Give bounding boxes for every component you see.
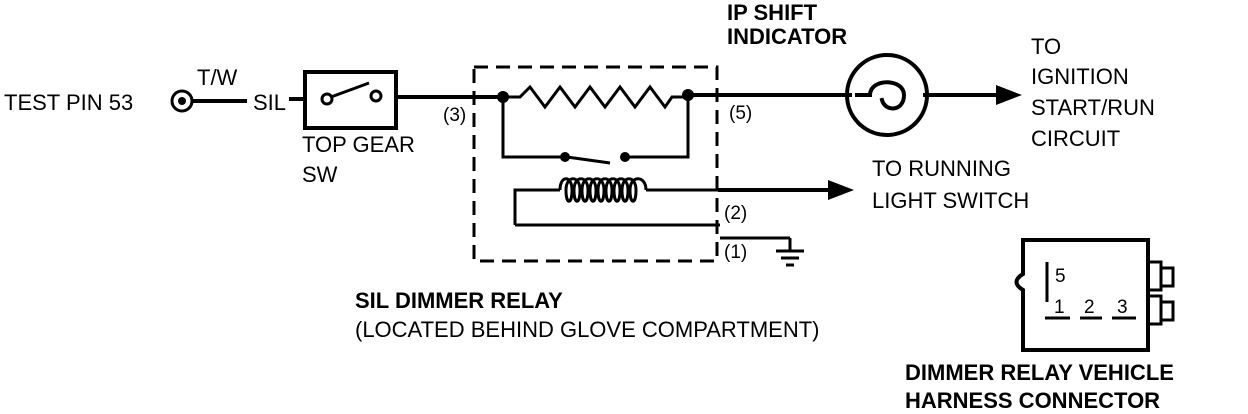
- to-ignition-label-1: TO: [1031, 34, 1061, 59]
- connector-title-2: HARNESS CONNECTOR: [905, 388, 1160, 413]
- relay-pin5-label: (5): [729, 103, 752, 124]
- to-ignition-label-4: CIRCUIT: [1031, 126, 1120, 151]
- top-gear-switch-label-1: TOP GEAR: [302, 132, 415, 157]
- connector-title-1: DIMMER RELAY VEHICLE: [905, 360, 1174, 385]
- ip-shift-label-2: INDICATOR: [727, 24, 847, 49]
- top-gear-switch: [303, 70, 398, 130]
- to-ignition-label-3: START/RUN: [1031, 95, 1155, 120]
- connector-pin1: 1: [1054, 297, 1065, 318]
- connector-pin5: 5: [1055, 266, 1066, 287]
- connector-pin3: 3: [1117, 297, 1128, 318]
- ignition-arrow: [996, 85, 1022, 105]
- to-running-label-1: TO RUNNING: [872, 156, 1011, 181]
- relay-pin2-label: (2): [724, 203, 747, 224]
- relay-pin1-label: (1): [724, 242, 747, 263]
- relay-enclosure: [472, 65, 719, 263]
- harness-connector: [1014, 238, 1175, 352]
- relay-pin3-label: (3): [443, 105, 466, 126]
- relay-location: (LOCATED BEHIND GLOVE COMPARTMENT): [355, 317, 820, 342]
- connector-pin2: 2: [1084, 297, 1095, 318]
- top-gear-switch-label-2: SW: [302, 162, 338, 187]
- to-ignition-label-2: IGNITION: [1031, 64, 1129, 89]
- wire-color-label: T/W: [197, 65, 238, 90]
- relay-coil: [513, 177, 720, 227]
- test-pin-label: TEST PIN 53: [4, 90, 133, 115]
- test-pin-terminal: [170, 89, 194, 113]
- relay-contacts: [501, 95, 690, 165]
- shift-indicator-lamp: [845, 53, 929, 137]
- relay-resistor: [503, 84, 688, 110]
- ground-symbol: [776, 238, 804, 267]
- ip-shift-label-1: IP SHIFT: [727, 0, 818, 25]
- sil-wire-label: SIL: [253, 90, 286, 115]
- running-light-arrow: [828, 180, 854, 200]
- relay-title: SIL DIMMER RELAY: [355, 288, 563, 313]
- to-running-label-2: LIGHT SWITCH: [872, 188, 1029, 213]
